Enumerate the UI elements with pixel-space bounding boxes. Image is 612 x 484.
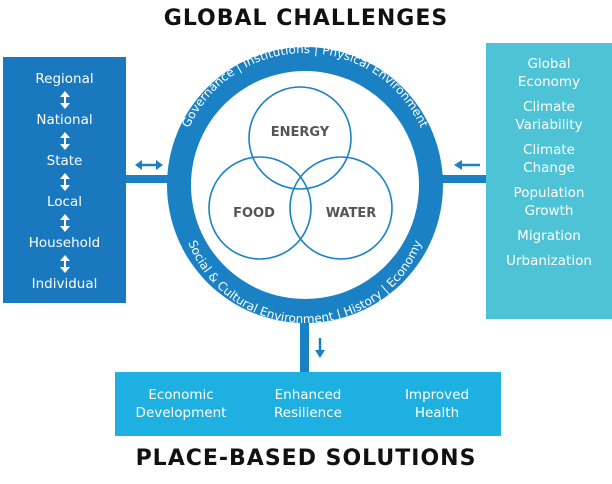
drivers-panel: Global Economy Climate Variability Clima… [486,43,612,319]
left-connector-bar [126,175,186,183]
scales-panel: Regional National State Local Household … [3,57,126,303]
solution-line: Improved [404,387,470,403]
solution-item: Improved Health [377,386,497,422]
driver-item: Population Growth [513,185,585,219]
solution-line: Economic [148,387,214,403]
scale-item: National [36,112,93,128]
scale-item: State [46,153,83,169]
venn-circle-water [289,156,393,260]
bottom-connector-bar [300,318,309,374]
scale-item: Regional [35,71,94,87]
solutions-panel: Economic Development Enhanced Resilience… [115,372,501,436]
double-vertical-arrow-icon [3,212,126,233]
venn-label-energy: ENERGY [271,125,330,140]
driver-item: Climate Variability [515,99,583,133]
driver-item: Urbanization [506,253,592,269]
left-double-arrow-icon [135,160,163,170]
title-global-challenges: GLOBAL CHALLENGES [163,6,449,31]
solution-item: Enhanced Resilience [248,386,368,422]
driver-item: Migration [517,228,581,244]
venn-label-food: FOOD [233,206,275,221]
venn-circle-food [208,156,312,260]
down-arrow-icon [315,338,325,358]
solution-line: Development [135,405,227,421]
title-place-based-solutions: PLACE-BASED SOLUTIONS [135,446,477,471]
venn-circle-energy [248,86,352,190]
scales-list: Regional National State Local Household … [3,69,126,294]
drivers-list: Global Economy Climate Variability Clima… [486,55,612,277]
solution-line: Health [414,405,460,421]
scale-item: Household [28,235,101,251]
double-vertical-arrow-icon [3,130,126,151]
double-vertical-arrow-icon [3,253,126,274]
solution-item: Economic Development [121,386,241,422]
venn-label-water: WATER [326,206,377,221]
driver-item: Climate Change [523,142,575,176]
double-vertical-arrow-icon [3,171,126,192]
solution-line: Enhanced [274,387,342,403]
right-left-arrow-icon [454,160,480,170]
right-connector-bar [424,175,486,183]
driver-item: Global Economy [517,56,581,90]
scale-item: Local [47,194,82,210]
solution-line: Resilience [274,405,342,421]
double-vertical-arrow-icon [3,89,126,110]
scale-item: Individual [31,276,98,292]
